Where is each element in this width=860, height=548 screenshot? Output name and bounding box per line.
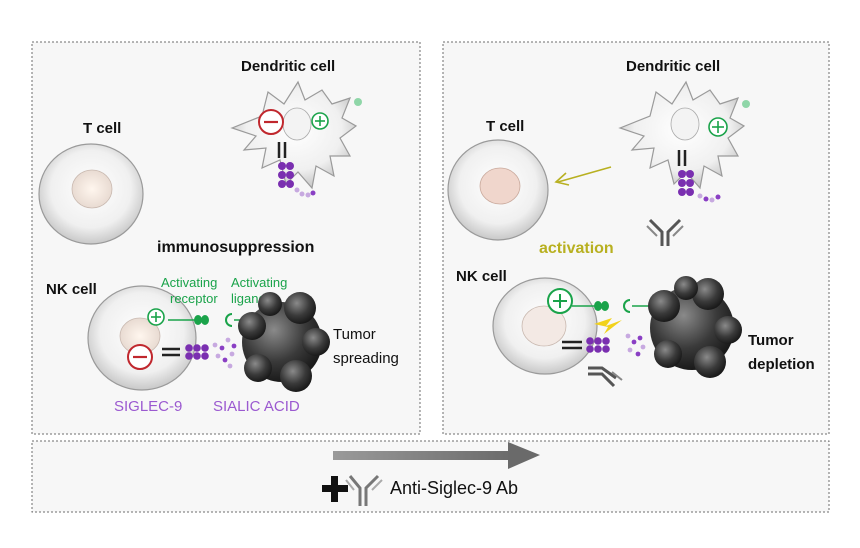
- right-activating-receptor: [572, 301, 609, 311]
- left-dendritic-cell: [230, 80, 362, 190]
- right-nk-plus-icon: [547, 288, 573, 314]
- left-nk-siglec-receptor: [162, 337, 237, 369]
- left-nk-cell-label: NK cell: [46, 281, 97, 298]
- left-tumor-label-2: spreading: [333, 350, 399, 367]
- right-tumor-label-2: depletion: [748, 356, 815, 373]
- right-nk-cell: [492, 277, 598, 375]
- left-dc-plus-icon: [311, 112, 329, 130]
- siglec9-label: SIGLEC-9: [114, 398, 182, 415]
- right-nk-cell-label: NK cell: [456, 268, 507, 285]
- right-dc-siglec-receptor: [677, 150, 721, 203]
- right-dc-plus-icon: [708, 117, 728, 137]
- left-t-cell: [38, 143, 144, 245]
- right-tumor: [648, 276, 742, 378]
- right-dendritic-cell: [618, 80, 750, 190]
- right-antibody-icon-2: [588, 366, 623, 388]
- antibody-icon: [345, 474, 383, 506]
- left-minus-icon: [258, 109, 284, 135]
- left-t-cell-label: T cell: [83, 120, 121, 137]
- right-nk-siglec-receptor: [562, 333, 646, 357]
- sialic-acid-label: SIALIC ACID: [213, 398, 300, 415]
- left-tumor-label-1: Tumor: [333, 326, 376, 343]
- activation-label: activation: [539, 240, 614, 257]
- left-nk-cell: [87, 285, 197, 391]
- antibody-label: Anti-Siglec-9 Ab: [390, 478, 518, 498]
- left-activating-ligand-label-2: ligand: [231, 291, 266, 306]
- immunosuppression-label: immunosuppression: [157, 239, 314, 256]
- left-nk-plus-icon: [147, 308, 165, 326]
- right-dendritic-cell-label: Dendritic cell: [626, 58, 720, 75]
- activation-arrow: [554, 166, 612, 186]
- left-activating-ligand-label-1: Activating: [231, 275, 287, 290]
- right-antibody-icon-1: [646, 218, 684, 246]
- right-t-cell-label: T cell: [486, 118, 524, 135]
- left-dendritic-cell-label: Dendritic cell: [241, 58, 335, 75]
- left-dc-siglec-receptor: [277, 142, 316, 198]
- left-activating-receptor-label-2: receptor: [170, 291, 218, 306]
- left-activating-receptor: [168, 315, 209, 325]
- left-tumor: [238, 292, 330, 392]
- right-tumor-label-1: Tumor: [748, 332, 794, 349]
- left-nk-minus-icon: [127, 344, 153, 370]
- left-activating-receptor-label-1: Activating: [161, 275, 217, 290]
- right-t-cell: [447, 139, 549, 241]
- plus-icon: [322, 476, 348, 502]
- progress-arrow: [333, 442, 540, 469]
- lightning-icon: [594, 318, 622, 334]
